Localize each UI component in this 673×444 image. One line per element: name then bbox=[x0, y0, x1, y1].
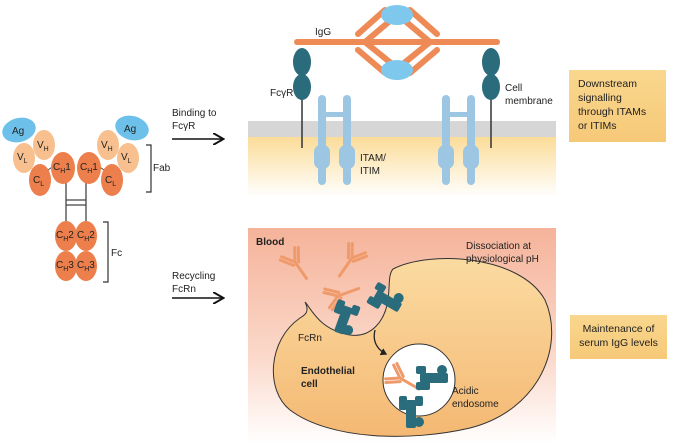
svg-text:VH: VH bbox=[101, 140, 113, 153]
binding-label-line2: FcγR bbox=[172, 121, 196, 132]
domain-cl-right bbox=[101, 164, 123, 196]
antibody-structure bbox=[2, 115, 152, 283]
domain-ch1-right bbox=[77, 152, 101, 184]
membrane-label-line2: membrane bbox=[505, 96, 553, 107]
outcome-line: Maintenance of bbox=[582, 323, 655, 335]
free-igg bbox=[322, 286, 361, 312]
recycling-label-line1: Recycling bbox=[172, 271, 216, 282]
domain-vh-right bbox=[97, 130, 119, 160]
blood-label: Blood bbox=[256, 237, 285, 248]
label-ag-left: Ag bbox=[12, 126, 24, 137]
antibody-domain-labels: Ag Ag VH VH VL VL CH1 CH1 CL CL CH2 CH2 … bbox=[12, 124, 136, 273]
endosome-igg bbox=[384, 361, 421, 391]
domain-ch1-left bbox=[51, 152, 75, 184]
svg-text:CH2: CH2 bbox=[56, 230, 74, 243]
cytoplasm bbox=[248, 137, 556, 197]
domain-vl-left bbox=[13, 143, 35, 173]
fcgr-receptor-right bbox=[482, 48, 500, 148]
membrane-label-line1: Cell bbox=[505, 83, 523, 94]
outcome-line: through ITAMs bbox=[578, 106, 647, 118]
svg-text:Ag: Ag bbox=[124, 124, 136, 135]
endosome-label-line2: endosome bbox=[452, 399, 499, 410]
outcome-box-signalling: Downstream signalling through ITAMs or I… bbox=[569, 70, 666, 142]
antigen-top bbox=[381, 5, 413, 25]
free-igg bbox=[278, 245, 308, 280]
svg-text:CH1: CH1 bbox=[80, 162, 98, 175]
outcome-line: or ITIMs bbox=[578, 120, 617, 132]
outcome-line: signalling bbox=[578, 92, 622, 104]
svg-text:CH2: CH2 bbox=[77, 230, 95, 243]
svg-text:CH1: CH1 bbox=[53, 162, 71, 175]
cell-label-line2: cell bbox=[301, 379, 318, 390]
svg-text:VH: VH bbox=[37, 140, 49, 153]
label-ag-right: Ag bbox=[124, 124, 136, 135]
domain-ch3-right bbox=[75, 251, 97, 281]
domain-vl-right bbox=[117, 143, 139, 173]
domain-ch2-left bbox=[55, 221, 77, 251]
endosome-label-line1: Acidic bbox=[452, 386, 479, 397]
fcgr-receptor-left bbox=[293, 48, 311, 148]
fcrn-receptor bbox=[333, 299, 361, 336]
fab-bracket bbox=[146, 144, 152, 193]
igg-complex bbox=[294, 5, 500, 80]
itam-label-line2: ITIM bbox=[360, 166, 380, 177]
svg-text:CH3: CH3 bbox=[77, 260, 95, 273]
fc-label: Fc bbox=[111, 248, 123, 259]
svg-text:CL: CL bbox=[105, 175, 116, 188]
internalization-arrow bbox=[373, 329, 388, 356]
domain-ch3-left bbox=[55, 251, 77, 281]
fcrn-receptor bbox=[399, 396, 424, 428]
fcgr-label: FcγR bbox=[270, 88, 294, 99]
binding-label-line1: Binding to bbox=[172, 108, 217, 119]
fcrn-receptor-group bbox=[333, 282, 448, 428]
itam-chain-left bbox=[314, 95, 355, 185]
free-igg-group bbox=[278, 241, 421, 391]
dissociation-label-line2: physiological pH bbox=[466, 254, 539, 265]
outcome-box-maintenance: Maintenance of serum IgG levels bbox=[570, 315, 667, 359]
domain-ch2-right bbox=[75, 221, 97, 251]
dissociation-label-line1: Dissociation at bbox=[466, 241, 532, 252]
recycling-label-line2: FcRn bbox=[172, 284, 196, 295]
itam-label-line1: ITAM/ bbox=[360, 153, 386, 164]
itam-chain-right bbox=[438, 95, 479, 185]
fc-bracket bbox=[103, 221, 109, 283]
svg-text:VL: VL bbox=[121, 152, 132, 165]
cell-label-line1: Endothelial bbox=[301, 366, 355, 377]
svg-text:CH3: CH3 bbox=[56, 260, 74, 273]
outcome-line: Downstream bbox=[578, 78, 637, 90]
domain-vh-left bbox=[33, 130, 55, 160]
fcrn-label: FcRn bbox=[298, 333, 322, 344]
antigen-bottom bbox=[381, 60, 413, 80]
cell-membrane bbox=[248, 121, 556, 137]
svg-text:VL: VL bbox=[17, 152, 28, 165]
fab-label: Fab bbox=[153, 163, 171, 174]
antigen-left bbox=[2, 117, 36, 143]
fcrn-receptor bbox=[416, 365, 448, 390]
antigen-right bbox=[115, 115, 149, 141]
igg-label: IgG bbox=[315, 27, 332, 38]
fcrn-receptor bbox=[366, 282, 404, 312]
free-igg bbox=[337, 241, 369, 278]
outcome-line: serum IgG levels bbox=[579, 337, 658, 349]
svg-text:CL: CL bbox=[33, 175, 44, 188]
domain-cl-left bbox=[29, 164, 51, 196]
svg-text:Ag: Ag bbox=[12, 126, 24, 137]
